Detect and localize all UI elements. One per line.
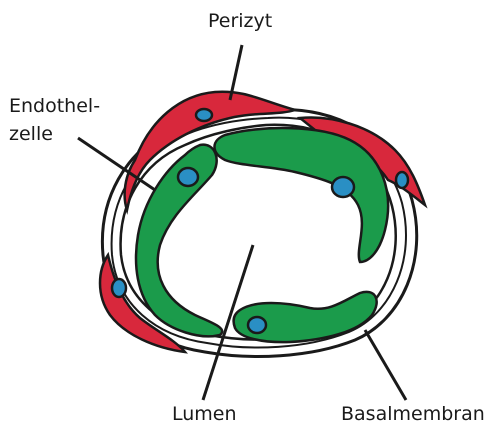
- label-endothelzelle-line1: Endothel-: [9, 94, 100, 118]
- nucleus-icon: [196, 109, 212, 121]
- nucleus-icon: [248, 317, 266, 333]
- label-lumen: Lumen: [172, 402, 237, 426]
- label-perizyt: Perizyt: [208, 9, 272, 33]
- nucleus-icon: [332, 177, 354, 197]
- label-basalmembran: Basalmembran: [341, 402, 485, 426]
- leader-line-basalmembran: [365, 330, 406, 400]
- nucleus-icon: [396, 172, 408, 188]
- nucleus-icon: [112, 279, 126, 297]
- nucleus-icon: [178, 168, 198, 186]
- label-endothelzelle-line2: zelle: [9, 122, 53, 146]
